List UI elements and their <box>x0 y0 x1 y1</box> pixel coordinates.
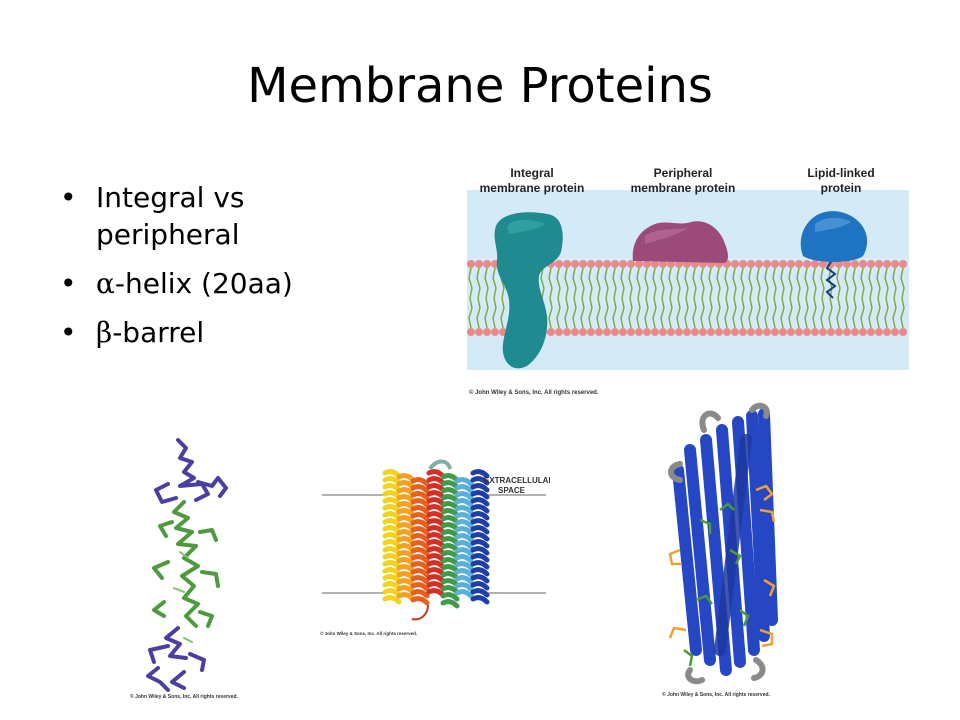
peripheral-label: Peripheral <box>654 166 713 180</box>
bullet-text: -helix (20aa) <box>114 266 293 300</box>
integral-label: Integral <box>510 166 553 180</box>
lipid-linked-label: Lipid-linked <box>807 166 874 180</box>
helix-bundle-figure: EXTRACELLULAR SPACE © John Wiley & Sons,… <box>320 459 550 636</box>
side-chains-green <box>683 502 750 667</box>
helix-copyright: © John Wiley & Sons, Inc. All rights res… <box>130 693 239 700</box>
extracellular-label: EXTRACELLULAR <box>484 476 550 485</box>
bullet-text: -barrel <box>112 315 205 349</box>
side-chains-orange <box>668 484 776 648</box>
slide-title: Membrane Proteins <box>247 58 713 114</box>
integral-label-line2: membrane protein <box>480 181 585 195</box>
helix-loop <box>428 459 452 471</box>
membrane-copyright: © John Wiley & Sons, Inc. All rights res… <box>469 389 599 396</box>
lipid-bilayer <box>467 260 907 336</box>
bullet-item: β-barrel <box>60 315 390 352</box>
peripheral-label-line2: membrane protein <box>631 181 736 195</box>
beta-symbol: β <box>96 315 113 349</box>
bullet-item: Integral vs peripheral <box>60 180 390 254</box>
alpha-symbol: α <box>96 266 115 300</box>
bundle-copyright: © John Wiley & Sons, Inc. All rights res… <box>320 630 417 636</box>
beta-barrel-figure: © John Wiley & Sons, Inc. All rights res… <box>662 402 778 698</box>
bullet-list: Integral vs peripheral α-helix (20aa) β-… <box>60 180 390 364</box>
membrane-protein-types-figure: Integral membrane protein Peripheral mem… <box>467 160 909 396</box>
c-terminus-tail <box>411 604 429 621</box>
bullet-item: α-helix (20aa) <box>60 266 390 303</box>
barrel-loops <box>668 402 770 483</box>
helix-purple-segment <box>154 438 228 504</box>
integral-membrane-protein <box>494 212 563 369</box>
barrel-copyright: © John Wiley & Sons, Inc. All rights res… <box>662 691 771 698</box>
lipid-anchor <box>825 261 837 299</box>
alpha-helix-stick-model: © John Wiley & Sons, Inc. All rights res… <box>130 438 239 700</box>
helix-green-segment <box>152 500 220 628</box>
helix-purple-lower <box>146 626 206 692</box>
lipid-linked-label-line2: protein <box>821 181 862 195</box>
barrel-bottom-loops <box>685 657 766 685</box>
transmembrane-helices <box>382 469 490 609</box>
bullet-text: Integral vs peripheral <box>96 181 245 251</box>
beta-strands <box>672 408 778 676</box>
extracellular-label-line2: SPACE <box>498 486 526 495</box>
